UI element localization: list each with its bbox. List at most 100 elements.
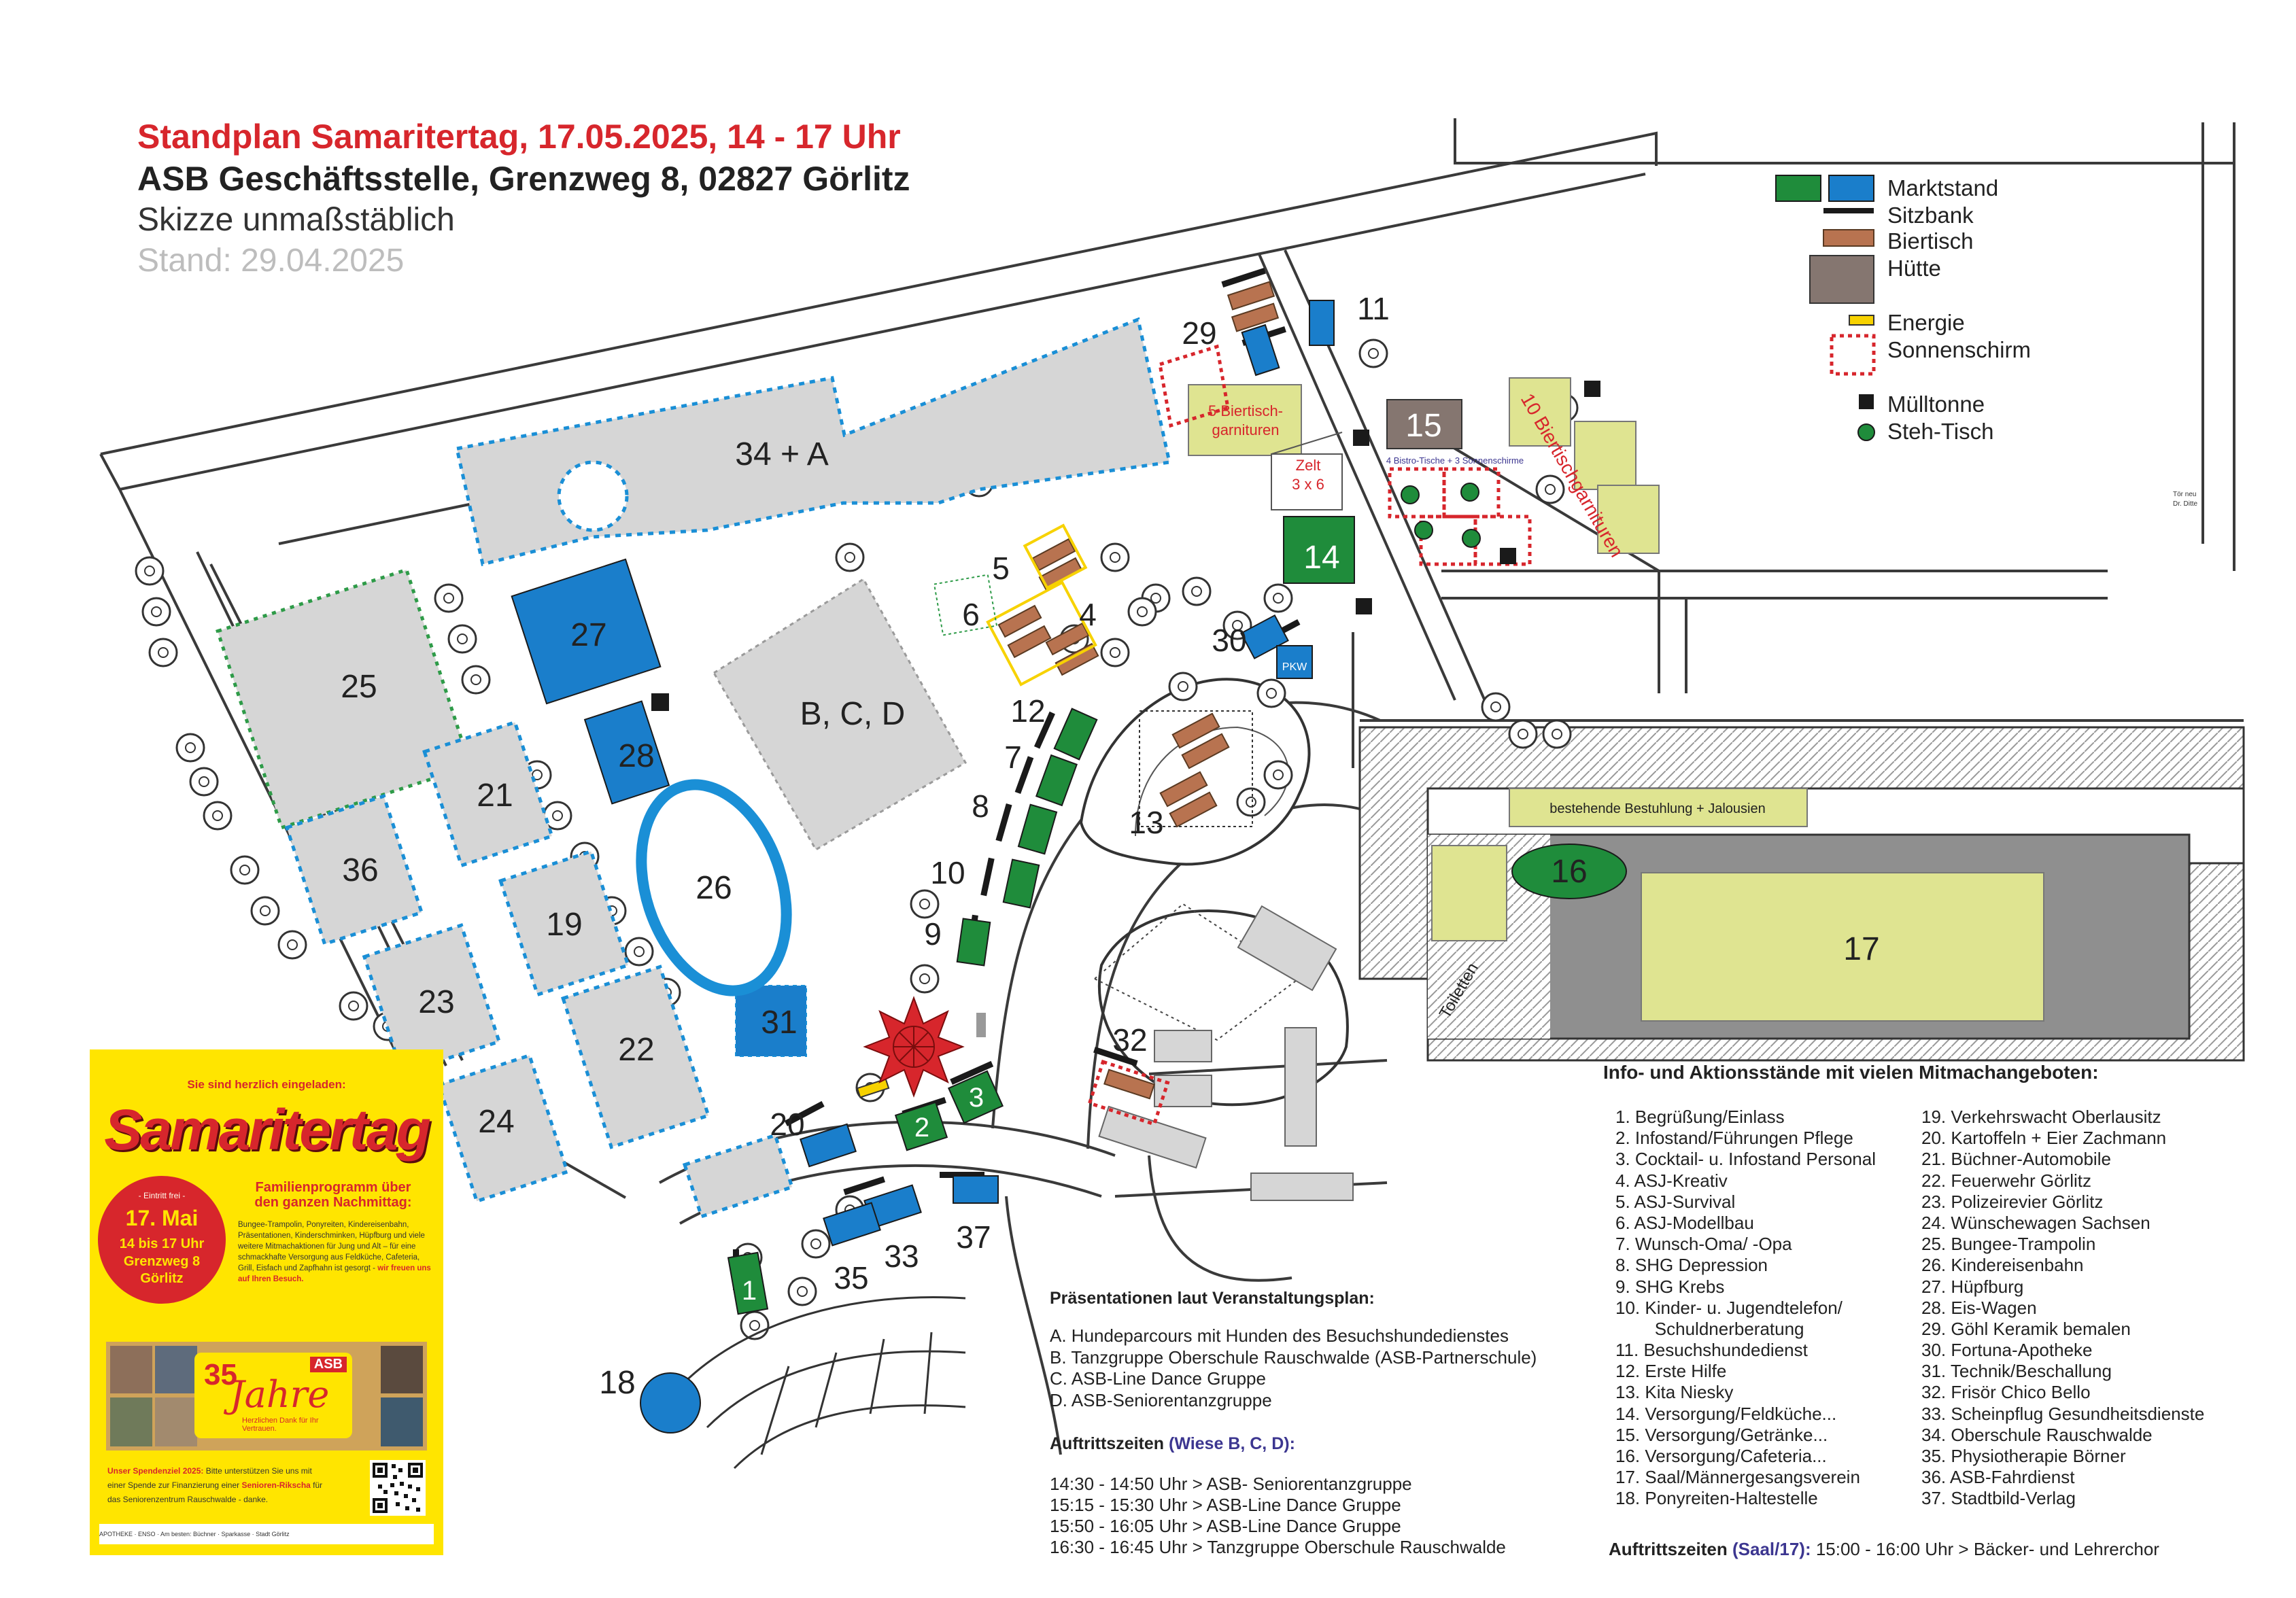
legend-label-sonnenschirm: Sonnenschirm — [1887, 337, 2031, 362]
address-line: ASB Geschäftsstelle, Grenzweg 8, 02827 G… — [137, 160, 910, 198]
info-item: 31. Technik/Beschallung — [1921, 1361, 2112, 1382]
poster-program-bold: wir freuen uns auf Ihren Besuch. — [238, 1264, 431, 1283]
area-19 — [498, 849, 630, 997]
area-label-19: 19 — [546, 907, 582, 943]
schedule-title: Auftrittszeiten (Wiese B, C, D): — [1050, 1434, 1295, 1454]
stall-31 — [735, 985, 807, 1057]
area-label-25: 25 — [341, 669, 377, 705]
stall-label-26: 26 — [696, 870, 732, 906]
info-item: 21. Büchner-Automobile — [1921, 1149, 2111, 1170]
saal-prefix: Auftrittszeiten — [1609, 1539, 1732, 1559]
stall-1 — [727, 1251, 769, 1315]
number-label-4: 4 — [1079, 597, 1097, 632]
biertisch5-line1: 5 Biertisch- — [1208, 402, 1283, 419]
info-item: 33. Scheinpflug Gesundheitsdienste — [1921, 1403, 2205, 1424]
info-item: 20. Kartoffeln + Eier Zachmann — [1921, 1128, 2167, 1149]
schedule-title-accent: (Wiese B, C, D): — [1169, 1434, 1295, 1453]
number-label-33: 33 — [884, 1238, 919, 1274]
walkway — [679, 1296, 966, 1470]
presentations-title: Präsentationen laut Veranstaltungsplan: — [1050, 1289, 1375, 1308]
number-label-13: 13 — [1129, 805, 1163, 840]
anniv-number: 35 — [204, 1358, 237, 1391]
number-label-29: 29 — [1182, 315, 1216, 351]
info-item: 1. Begrüßung/Einlass — [1615, 1107, 1785, 1127]
info-item: 11. Besuchshundedienst — [1615, 1340, 1808, 1361]
bins — [651, 381, 1600, 711]
area-17 — [1641, 872, 2044, 1022]
donation-title: Unser Spendenziel 2025: — [107, 1466, 204, 1476]
status-date: Stand: 29.04.2025 — [137, 243, 405, 279]
info-item: 9. SHG Krebs — [1615, 1276, 1725, 1297]
saal-text: 15:00 - 16:00 Uhr > Bäcker- und Lehrerch… — [1811, 1539, 2159, 1559]
info-item: 18. Ponyreiten-Haltestelle — [1615, 1488, 1818, 1509]
anniv-word: Jahre — [230, 1373, 330, 1416]
beer-tables — [997, 281, 1280, 1100]
beer-table-frames — [933, 523, 1253, 827]
stall-label-14: 14 — [1303, 540, 1339, 576]
info-item: 32. Frisör Chico Bello — [1921, 1382, 2091, 1403]
number-label-12: 12 — [1010, 693, 1045, 729]
stall-labels: 27 28 31 14 15 16 26 18 2 3 1 — [570, 408, 1587, 1401]
schedule-item: 16:30 - 16:45 Uhr > Tanzgruppe Oberschul… — [1050, 1537, 1506, 1557]
stall-label-18: 18 — [599, 1365, 635, 1401]
info-title: Info- und Aktionsstände mit vielen Mitma… — [1603, 1062, 2099, 1083]
qr-code — [370, 1460, 426, 1516]
legend-label-sitzbank: Sitzbank — [1887, 203, 1974, 228]
poster-family-line1: Familienprogramm über — [255, 1180, 411, 1195]
poster-free: - Eintritt frei - — [138, 1191, 186, 1200]
area-36 — [284, 794, 424, 946]
saal-accent: (Saal/17): — [1732, 1539, 1811, 1559]
standing-tables — [1401, 483, 1481, 548]
area-21 — [422, 720, 554, 868]
info-item: 8. SHG Depression — [1615, 1255, 1768, 1276]
energy-marker — [856, 1078, 890, 1098]
area-label-23: 23 — [418, 984, 454, 1020]
number-label-8: 8 — [972, 788, 989, 824]
area-25 — [216, 568, 473, 830]
info-item: 19. Verkehrswacht Oberlausitz — [1921, 1107, 2161, 1127]
info-item: 28. Eis-Wagen — [1921, 1297, 2037, 1318]
stall-label-28: 28 — [618, 738, 654, 774]
info-item: 25. Bungee-Trampolin — [1921, 1234, 2096, 1255]
number-label-20: 20 — [770, 1107, 804, 1142]
poster-family-heading: Familienprogramm über den ganzen Nachmit… — [231, 1180, 435, 1210]
info-item: 22. Feuerwehr Görlitz — [1921, 1170, 2091, 1191]
poster-date: 17. Mai — [125, 1206, 199, 1230]
asb-logo: ASB — [309, 1357, 347, 1372]
zelt-line2: 3 x 6 — [1292, 476, 1324, 493]
schedule-title-prefix: Auftrittszeiten — [1050, 1434, 1169, 1453]
poster-photo — [155, 1397, 197, 1446]
info-item: 15. Versorgung/Getränke... — [1615, 1424, 1828, 1445]
page-title: Standplan Samaritertag, 17.05.2025, 14 -… — [137, 118, 901, 156]
stall-2 — [894, 1101, 948, 1151]
schedule-list: 14:30 - 14:50 Uhr > ASB- Seniorentanzgru… — [1050, 1474, 1506, 1558]
stall-label-31: 31 — [761, 1005, 797, 1041]
cocktail-sun — [863, 996, 965, 1098]
stall-label-3: 3 — [969, 1083, 984, 1113]
poster-photo — [110, 1346, 152, 1393]
donation-bold: Senioren-Rikscha — [241, 1480, 311, 1490]
info-item: 13. Kita Niesky — [1615, 1382, 1734, 1403]
number-label-37: 37 — [956, 1219, 991, 1255]
area-labels: 34 + A 25 36 21 19 23 22 24 B, C, D 17 — [341, 436, 1879, 1140]
poster-city: Görlitz — [140, 1271, 184, 1286]
info-item: 6. ASJ-Modellbau — [1615, 1212, 1754, 1233]
info-item: 37. Stadtbild-Verlag — [1921, 1488, 2076, 1509]
info-item: Schuldnerberatung — [1615, 1318, 1804, 1339]
area-label-BCD: B, C, D — [800, 696, 906, 732]
poster-title: Samaritertag — [104, 1098, 431, 1162]
scale-note: Skizze unmaßstäblich — [137, 202, 455, 238]
stall-label-27: 27 — [570, 617, 606, 653]
number-label-5: 5 — [992, 551, 1010, 586]
nord-label-line2: Dr. Ditte — [2173, 500, 2198, 508]
grey-areas — [216, 317, 1354, 1219]
poster-photo — [110, 1397, 152, 1446]
number-label-9: 9 — [924, 916, 942, 952]
area-label-34A: 34 + A — [735, 436, 828, 472]
info-list-left: 1. Begrüßung/Einlass 2. Infostand/Führun… — [1615, 1107, 1876, 1510]
poster-invite: Sie sind herzlich eingeladen: — [187, 1078, 346, 1091]
presentation-item: A. Hundeparcours mit Hunden des Besuchsh… — [1050, 1325, 1509, 1346]
info-item: 26. Kindereisenbahn — [1921, 1255, 2084, 1276]
poster-family-line2: den ganzen Nachmittag: — [254, 1195, 412, 1210]
